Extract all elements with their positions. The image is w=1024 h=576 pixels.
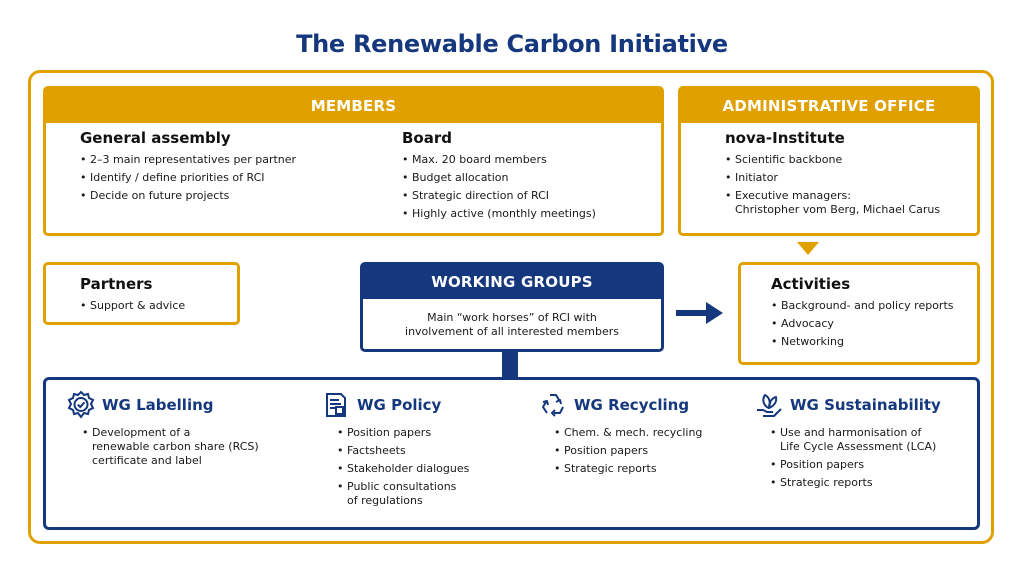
members-header: MEMBERS (46, 89, 661, 123)
working-groups-description: Main “work horses” of RCI with involveme… (363, 311, 661, 339)
admin-office-header: ADMINISTRATIVE OFFICE (681, 89, 977, 123)
wg-policy-title: WG Policy (357, 396, 442, 414)
admin-office-box: ADMINISTRATIVE OFFICE nova-Institute Sci… (678, 86, 980, 236)
page-title: The Renewable Carbon Initiative (296, 30, 728, 58)
document-icon (321, 390, 351, 420)
list-item: Chem. & mech. recycling (554, 426, 744, 440)
general-assembly-list: 2–3 main representatives per partner Ide… (80, 153, 370, 203)
list-item: Max. 20 board members (402, 153, 652, 167)
working-groups-box: WORKING GROUPS Main “work horses” of RCI… (360, 262, 664, 352)
board-title: Board (402, 129, 452, 147)
list-item: Factsheets (337, 444, 507, 458)
wg-policy: WG Policy Position papers Factsheets Sta… (321, 390, 507, 512)
recycle-icon (538, 390, 568, 420)
list-item: 2–3 main representatives per partner (80, 153, 370, 167)
list-item: Budget allocation (402, 171, 652, 185)
wg-policy-list: Position papers Factsheets Stakeholder d… (337, 426, 507, 508)
list-item: Position papers (770, 458, 960, 472)
outer-frame (28, 70, 994, 544)
nova-institute-list: Scientific backbone Initiator Executive … (725, 153, 975, 217)
list-item: Highly active (monthly meetings) (402, 207, 652, 221)
down-arrow-icon (797, 242, 819, 255)
board: Board Max. 20 board members Budget alloc… (402, 129, 652, 225)
nova-institute: nova-Institute Scientific backbone Initi… (725, 129, 975, 217)
list-item: Executive managers: Christopher vom Berg… (725, 189, 975, 217)
list-item: Initiator (725, 171, 975, 185)
list-item: Decide on future projects (80, 189, 370, 203)
nova-institute-title: nova-Institute (725, 129, 845, 147)
list-item: Background- and policy reports (771, 299, 981, 313)
activities-list: Background- and policy reports Advocacy … (771, 299, 981, 349)
badge-check-icon (66, 390, 96, 420)
executive-names: Christopher vom Berg, Michael Carus (735, 203, 941, 216)
list-item: Scientific backbone (725, 153, 975, 167)
general-assembly-title: General assembly (80, 129, 231, 147)
partners-content: Partners Support & advice (80, 275, 230, 317)
list-item: Advocacy (771, 317, 981, 331)
working-groups-header: WORKING GROUPS (363, 265, 661, 299)
activities-box: Activities Background- and policy report… (738, 262, 980, 365)
members-box: MEMBERS General assembly 2–3 main repres… (43, 86, 664, 236)
wg-recycling: WG Recycling Chem. & mech. recycling Pos… (538, 390, 744, 480)
wg-sustainability: WG Sustainability Use and harmonisation … (754, 390, 960, 494)
list-item: Position papers (554, 444, 744, 458)
wg-desc-line1: Main “work horses” of RCI with (427, 311, 597, 324)
partners-box: Partners Support & advice (43, 262, 240, 325)
list-item: Position papers (337, 426, 507, 440)
wg-sustainability-title: WG Sustainability (790, 396, 941, 414)
list-item: Networking (771, 335, 981, 349)
partners-title: Partners (80, 275, 153, 293)
wg-recycling-list: Chem. & mech. recycling Position papers … (554, 426, 744, 476)
list-item: Stakeholder dialogues (337, 462, 507, 476)
leaf-hand-icon (754, 390, 784, 420)
list-item: Strategic reports (554, 462, 744, 476)
executive-label: Executive managers: (735, 189, 851, 202)
activities-content: Activities Background- and policy report… (771, 275, 981, 353)
list-item: Strategic reports (770, 476, 960, 490)
wg-labelling-title: WG Labelling (102, 396, 214, 414)
activities-title: Activities (771, 275, 851, 293)
board-list: Max. 20 board members Budget allocation … (402, 153, 652, 221)
general-assembly: General assembly 2–3 main representative… (80, 129, 370, 207)
wg-desc-line2: involvement of all interested members (405, 325, 619, 338)
right-arrow-icon (676, 302, 723, 324)
connector-bar (502, 352, 518, 380)
partners-list: Support & advice (80, 299, 230, 313)
list-item: Support & advice (80, 299, 230, 313)
list-item: Identify / define priorities of RCI (80, 171, 370, 185)
wg-recycling-title: WG Recycling (574, 396, 690, 414)
list-item: Strategic direction of RCI (402, 189, 652, 203)
